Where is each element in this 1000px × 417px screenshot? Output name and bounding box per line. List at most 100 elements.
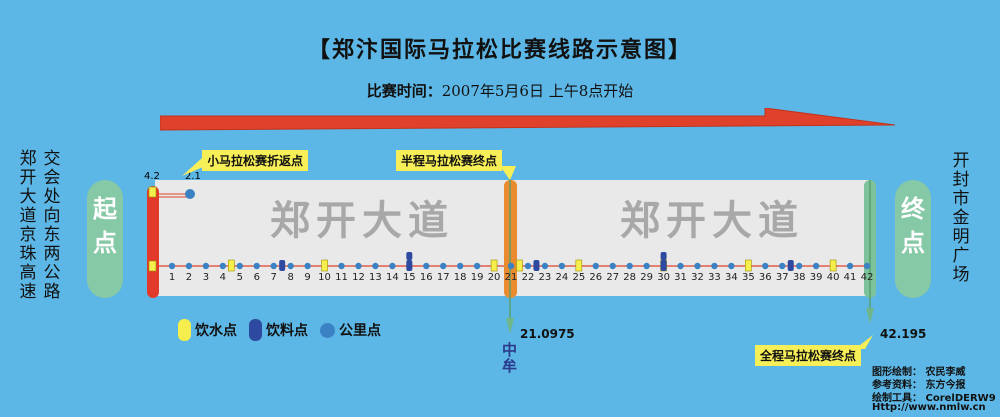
- km-label-41: 41: [843, 272, 857, 283]
- km-point-11: [338, 262, 345, 270]
- credit-url: Http://www.nmlw.cn: [872, 402, 986, 413]
- water-point-4: [575, 259, 583, 272]
- km-point-9: [304, 262, 311, 270]
- full-callout-pointer-icon: [855, 335, 873, 349]
- half-callout-pointer-icon: [500, 166, 516, 180]
- km-point-33: [711, 262, 718, 270]
- km-point-26: [592, 262, 599, 270]
- food-point-4: [787, 260, 794, 271]
- start-water-point: [148, 260, 157, 272]
- credit-reference: 参考资料： 东方今报: [872, 380, 966, 391]
- water-point-6: [745, 259, 752, 272]
- race-time-label: 比赛时间：: [366, 82, 442, 100]
- direction-arrow-icon: [160, 108, 895, 131]
- km-label-33: 33: [708, 272, 721, 283]
- food-legend-icon: [249, 319, 262, 341]
- food-point-upper-1: [660, 252, 667, 260]
- legend: 饮水点 饮料点 公里点: [178, 319, 381, 341]
- mini-water-point: [148, 186, 157, 198]
- km-label-19: 19: [470, 272, 484, 283]
- km-label-24: 24: [555, 272, 569, 283]
- full-distance-value: 42.195: [880, 327, 927, 341]
- km-point-42: [863, 262, 871, 270]
- km-point-18: [456, 262, 464, 270]
- mini-turn-value: 4.2: [144, 171, 160, 182]
- km-point-22: [524, 262, 532, 270]
- finish-label: 终点: [901, 195, 925, 257]
- km-label-40: 40: [826, 272, 840, 283]
- water-point-0: [228, 259, 235, 272]
- start-pill: 起点: [87, 180, 123, 298]
- km-point-4: [219, 262, 227, 270]
- km-point-32: [694, 262, 701, 270]
- km-point-41: [846, 262, 854, 270]
- km-point-14: [389, 262, 396, 270]
- mini-dot-value: 2.1: [185, 171, 201, 182]
- road-name-right: 郑开大道: [620, 198, 804, 244]
- km-label-28: 28: [623, 272, 637, 283]
- km-label-16: 16: [419, 272, 433, 283]
- km-label-36: 36: [758, 272, 772, 283]
- km-point-34: [728, 262, 735, 270]
- km-label-31: 31: [674, 272, 687, 283]
- half-arrowhead-icon: [506, 318, 514, 334]
- water-point-7: [829, 259, 837, 272]
- food-legend-label: 饮料点: [266, 323, 308, 339]
- km-point-8: [287, 262, 294, 270]
- km-point-3: [202, 262, 210, 270]
- km-point-16: [423, 262, 430, 270]
- km-point-17: [440, 262, 447, 270]
- km-label-18: 18: [453, 272, 467, 283]
- left-location-line2: 交会处向东两公路: [43, 149, 61, 302]
- km-point-29: [643, 262, 650, 270]
- credit-tool: 绘制工具： CorelDERW9: [872, 393, 996, 404]
- water-point-3: [516, 259, 523, 272]
- km-label-12: 12: [352, 272, 365, 283]
- food-point-0: [279, 260, 286, 271]
- km-label-35: 35: [741, 272, 755, 283]
- km-label-23: 23: [538, 272, 552, 283]
- km-point-13: [372, 262, 379, 270]
- km-point-24: [558, 262, 566, 270]
- race-time-value: 2007年5月6日 上午8点开始: [441, 82, 634, 100]
- credit-drawn-by: 图形绘制： 农民李威: [872, 367, 966, 378]
- km-label-14: 14: [385, 272, 399, 283]
- km-point-19: [473, 262, 481, 270]
- km-label-2: 2: [185, 272, 193, 283]
- full-finish-callout: 全程马拉松赛终点: [755, 345, 862, 366]
- km-point-31: [677, 262, 684, 270]
- km-point-36: [762, 262, 769, 270]
- km-point-37: [779, 262, 786, 270]
- km-label-17: 17: [436, 272, 450, 283]
- km-label-37: 37: [775, 272, 789, 283]
- km-label-30: 30: [657, 272, 670, 283]
- start-label: 起点: [93, 195, 117, 257]
- start-line-bar: [147, 186, 159, 298]
- finish-pill: 终点: [895, 180, 931, 298]
- km-point-12: [355, 262, 362, 270]
- km-label-11: 11: [335, 272, 348, 283]
- road-name-left: 郑开大道: [270, 198, 454, 244]
- km-point-5: [236, 262, 244, 270]
- km-point-27: [609, 262, 616, 270]
- km-point-21: [507, 262, 515, 270]
- km-point-28: [626, 262, 633, 270]
- mini-turnaround-callout: 小马拉松赛折返点: [202, 150, 309, 171]
- km-label-10: 10: [318, 272, 331, 283]
- right-location: 开封市金明广场: [952, 151, 970, 285]
- map-title: 【郑汴国际马拉松比赛线路示意图】: [307, 38, 692, 63]
- km-label-3: 3: [202, 272, 210, 283]
- km-legend-icon: [320, 322, 335, 338]
- km-point-1: [168, 262, 176, 270]
- water-legend-label: 饮水点: [195, 323, 237, 339]
- km-point-6: [253, 262, 260, 270]
- water-point-2: [490, 259, 498, 272]
- water-legend-icon: [178, 319, 191, 341]
- km-label-34: 34: [725, 272, 738, 283]
- race-time: 比赛时间：2007年5月6日 上午8点开始: [0, 80, 1000, 101]
- km-point-38: [795, 262, 803, 270]
- km-label-8: 8: [287, 272, 294, 283]
- km-label-1: 1: [168, 272, 176, 283]
